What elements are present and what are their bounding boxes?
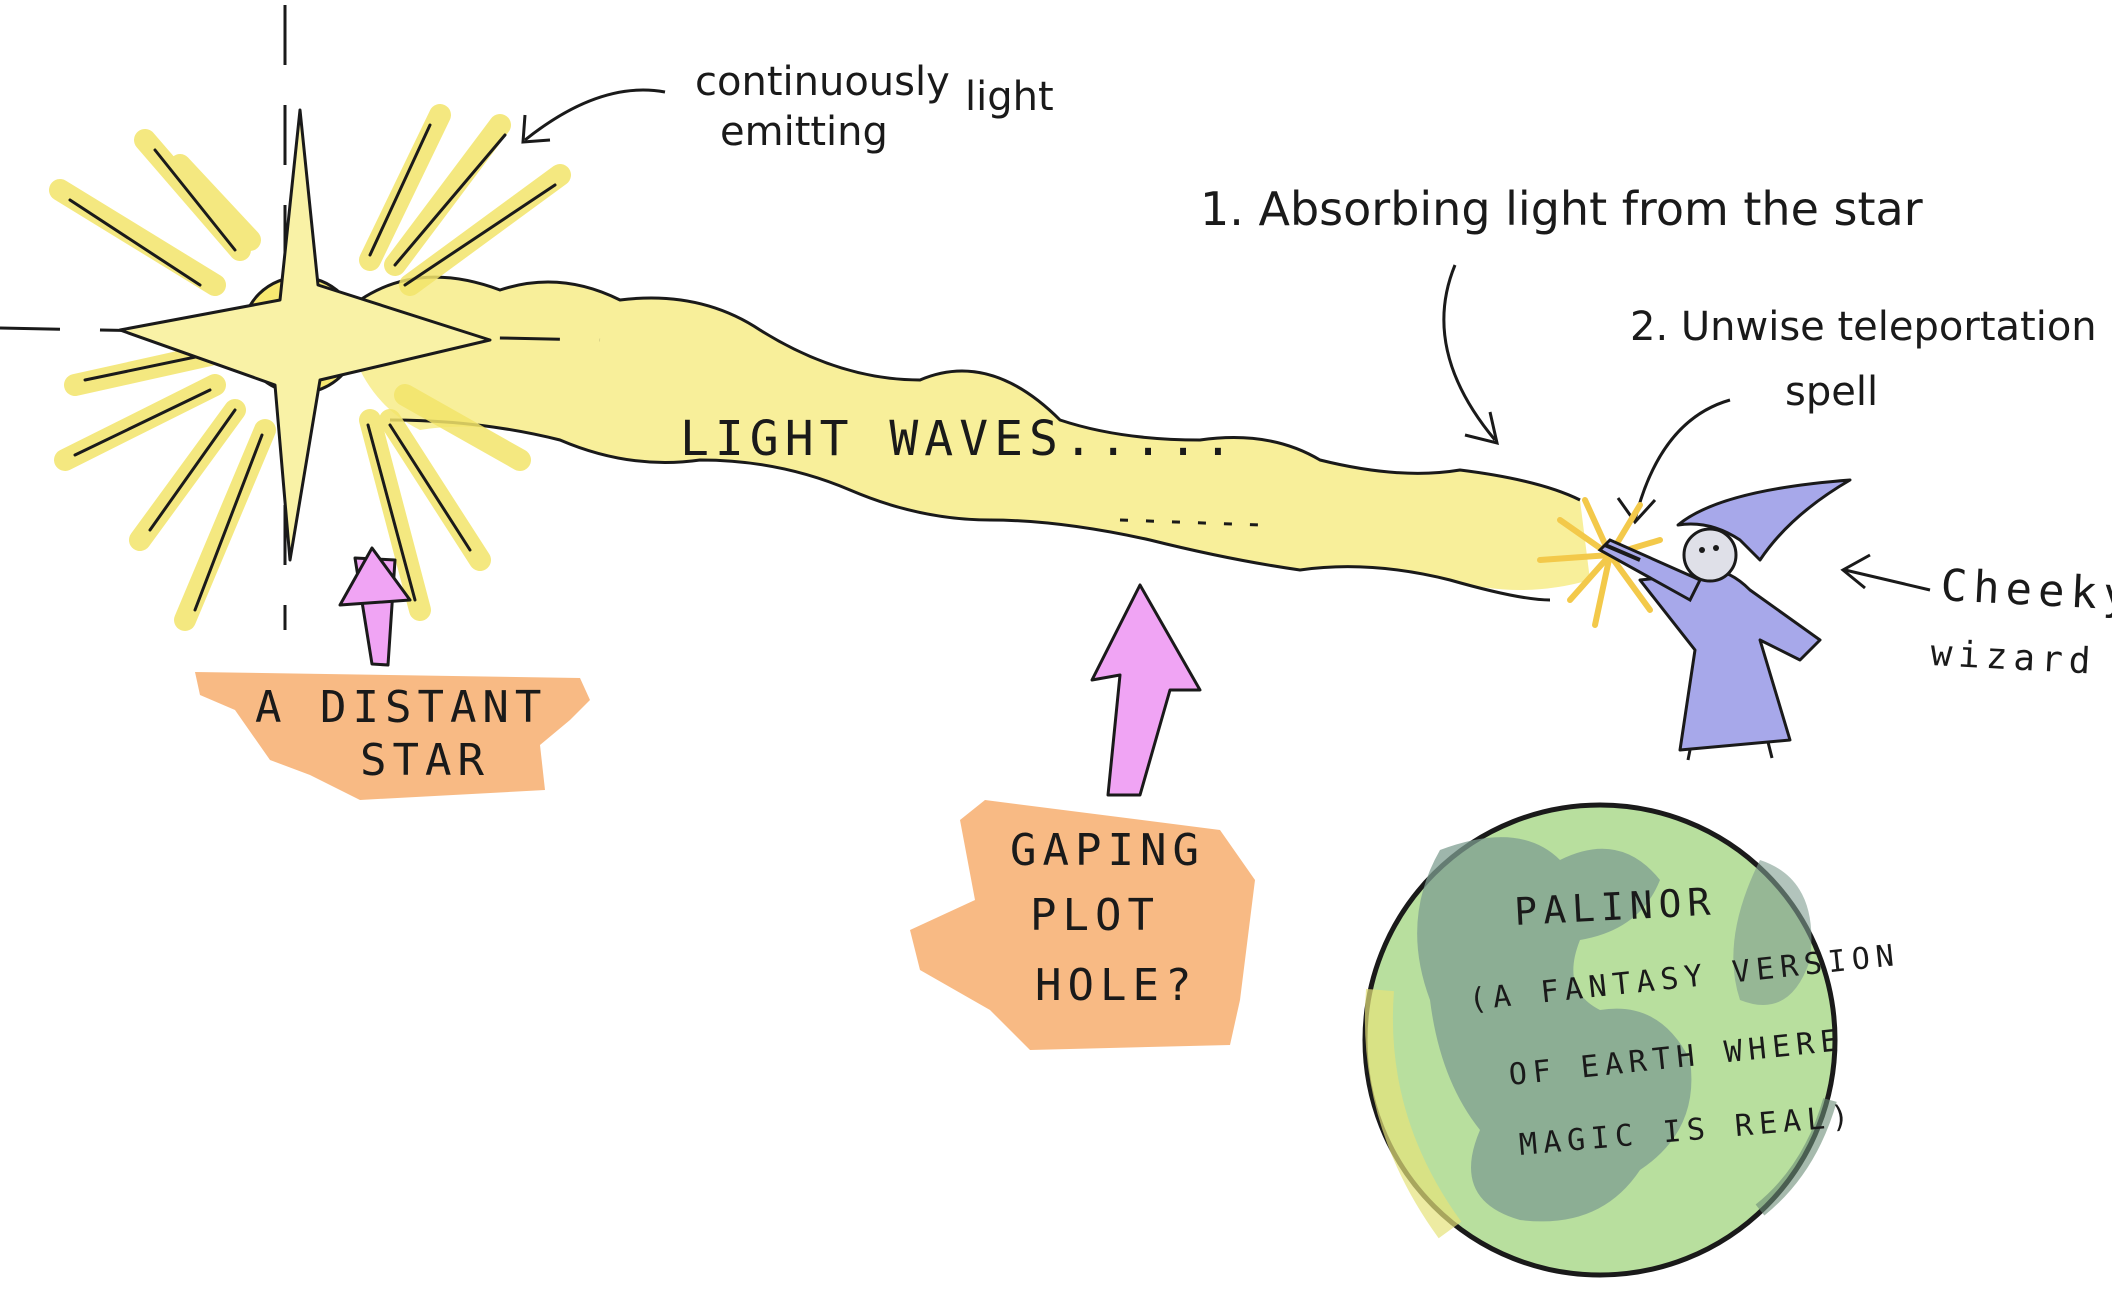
emitting-label-line3: light bbox=[965, 74, 1054, 120]
plot-hole: GAPING PLOT HOLE? bbox=[910, 583, 1255, 1050]
wizard-face bbox=[1682, 527, 1738, 583]
planet-label-line1: PALINOR bbox=[1513, 879, 1717, 934]
absorbing-arrow bbox=[1442, 264, 1499, 446]
wizard-hat bbox=[1676, 478, 1852, 562]
cheeky-wizard bbox=[1597, 478, 1852, 761]
wizard-label-line2: wizard bbox=[1930, 633, 2098, 683]
plot-hole-label-line1: GAPING bbox=[1010, 825, 1205, 876]
star-ray-strokes bbox=[68, 123, 557, 612]
star-label-line2: STAR bbox=[360, 735, 490, 786]
wizard-robe bbox=[1638, 568, 1822, 752]
wizard-label-line1: Cheeky bbox=[1939, 560, 2112, 621]
teleport-arrow bbox=[1616, 398, 1731, 525]
light-wave-band bbox=[359, 275, 1590, 602]
emitting-arrow bbox=[521, 88, 666, 144]
wizard-wand bbox=[1604, 543, 1641, 562]
teleport-label-line1: 2. Unwise teleportation bbox=[1630, 304, 2097, 350]
absorbing-label: 1. Absorbing light from the star bbox=[1200, 182, 1923, 236]
planet-palinor: PALINOR (A FANTASY VERSION OF EARTH WHER… bbox=[1362, 802, 1902, 1278]
star-spikes bbox=[118, 108, 492, 562]
teleport-label-line2: spell bbox=[1785, 369, 1878, 415]
plot-hole-label-line2: PLOT bbox=[1030, 890, 1160, 941]
star-label-line1: A DISTANT bbox=[255, 682, 547, 733]
wizard-arrow bbox=[1840, 553, 1931, 592]
planet-continent bbox=[1417, 837, 1692, 1222]
distant-star bbox=[0, 5, 601, 631]
star-tag: A DISTANT STAR bbox=[195, 546, 590, 800]
emitting-label: continuously emitting light bbox=[695, 59, 1054, 155]
planet-continent bbox=[1733, 860, 1812, 1005]
light-waves-label: LIGHT WAVES..... bbox=[680, 411, 1238, 467]
emitting-label-line1: continuously bbox=[695, 59, 950, 105]
emitting-label-line2: emitting bbox=[720, 109, 888, 155]
plot-hole-label-line3: HOLE? bbox=[1035, 960, 1197, 1011]
